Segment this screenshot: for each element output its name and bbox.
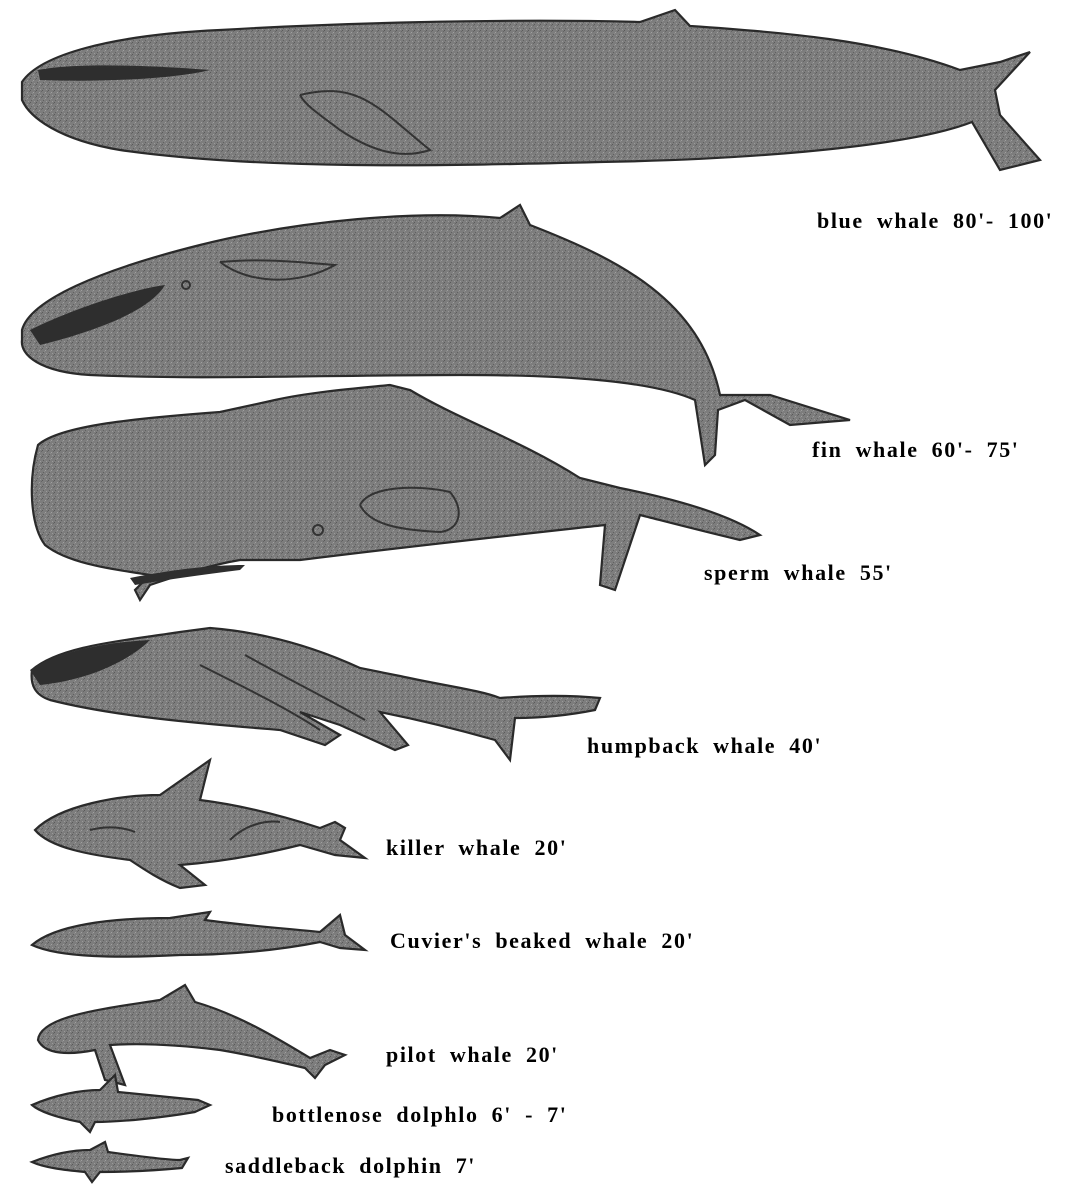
pilot-whale-label: pilot whale 20' — [386, 1042, 559, 1068]
sperm-whale-label: sperm whale 55' — [704, 560, 893, 586]
blue-whale-label: blue whale 80'- 100' — [817, 208, 1053, 234]
saddleback-dolphin-figure — [32, 1142, 188, 1182]
killer-whale-label: killer whale 20' — [386, 835, 567, 861]
bottlenose-dolphin-label: bottlenose dolphlo 6' - 7' — [272, 1102, 567, 1128]
killer-whale-figure — [35, 760, 365, 888]
blue-whale-figure — [22, 10, 1040, 170]
cuviers-beaked-whale-label: Cuvier's beaked whale 20' — [390, 928, 694, 954]
cuviers-beaked-whale-figure — [32, 912, 365, 957]
saddleback-dolphin-label: saddleback dolphin 7' — [225, 1153, 476, 1179]
fin-whale-label: fin whale 60'- 75' — [812, 437, 1020, 463]
humpback-whale-label: humpback whale 40' — [587, 733, 822, 759]
pilot-whale-figure — [38, 985, 345, 1085]
humpback-whale-figure — [30, 628, 600, 760]
sperm-whale-figure — [32, 385, 760, 600]
